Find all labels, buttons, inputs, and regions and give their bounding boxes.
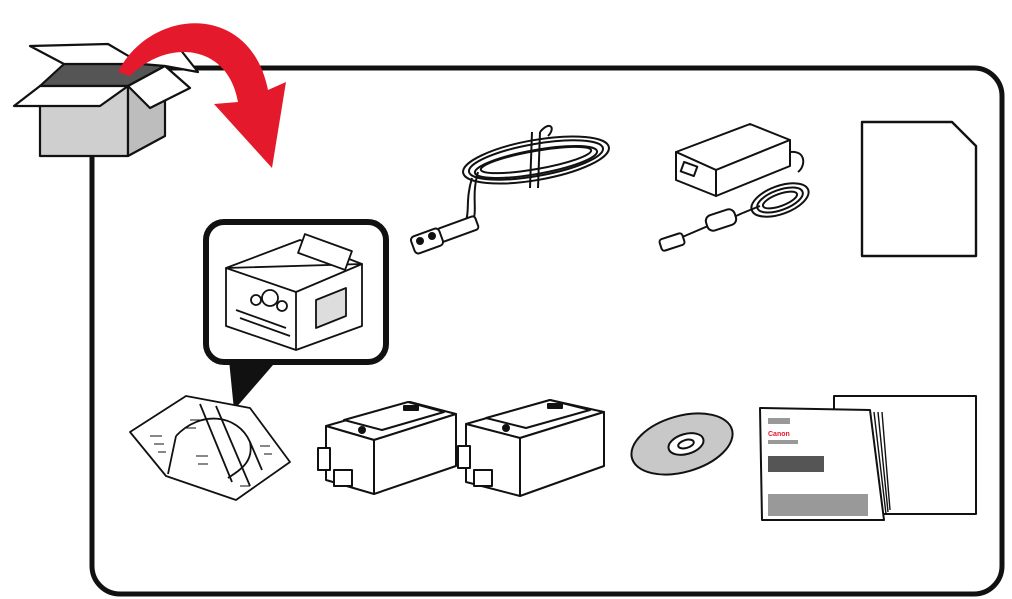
power-cord-icon	[409, 124, 610, 255]
unpack-arrow-icon	[118, 23, 286, 168]
ac-adapter-icon	[658, 123, 810, 252]
paper-sheet-icon	[860, 120, 978, 258]
ink-tank-icon	[457, 399, 605, 497]
open-box-icon	[12, 42, 200, 158]
cd-icon	[630, 412, 734, 476]
print-head-icon	[225, 233, 363, 351]
documents-icon: Canon	[759, 395, 977, 521]
ink-tank-icon	[317, 401, 457, 495]
wrapped-print-head-icon	[129, 395, 291, 501]
print-head-callout	[203, 219, 389, 410]
manual-brand: Canon	[768, 431, 790, 438]
